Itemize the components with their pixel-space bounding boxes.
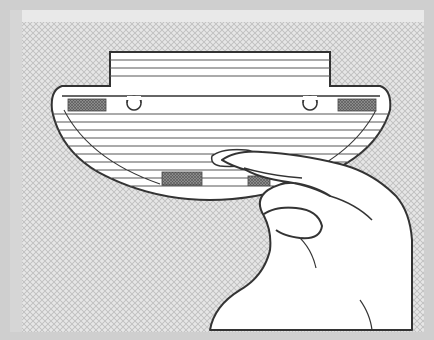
velcro-pad-right: [338, 99, 376, 111]
velcro-pad-left: [68, 99, 106, 111]
left-edge: [10, 10, 22, 332]
mounting-hole-left: [127, 96, 141, 110]
velcro-pad-bottom: [162, 172, 202, 185]
mounting-hole-right: [303, 96, 317, 110]
